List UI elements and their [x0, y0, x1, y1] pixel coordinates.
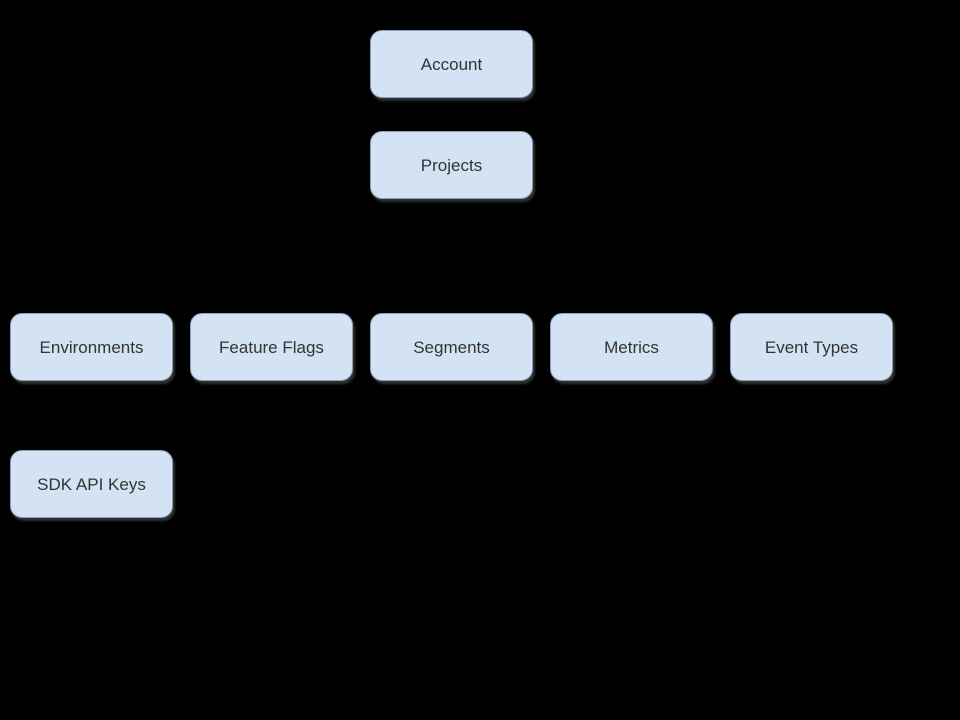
node-metrics: Metrics [550, 313, 713, 381]
node-environments: Environments [10, 313, 173, 381]
node-feature-flags: Feature Flags [190, 313, 353, 381]
node-segments: Segments [370, 313, 533, 381]
node-projects: Projects [370, 131, 533, 199]
node-sdk-api-keys: SDK API Keys [10, 450, 173, 518]
node-account: Account [370, 30, 533, 98]
node-event-types: Event Types [730, 313, 893, 381]
